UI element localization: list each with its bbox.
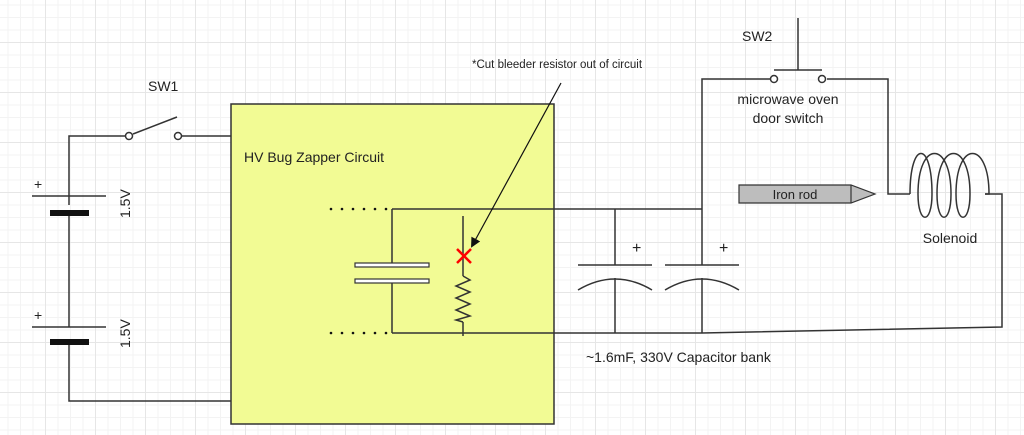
sw2-terminal-left bbox=[769, 74, 779, 84]
iron-rod-label: Iron rod bbox=[773, 187, 818, 202]
switch-sw2[interactable]: SW2 microwave oven door switch bbox=[737, 18, 839, 126]
annotation-text: *Cut bleeder resistor out of circuit bbox=[472, 59, 643, 71]
battery-2: + 1.5V bbox=[32, 307, 133, 348]
sw2-terminal-right bbox=[817, 74, 827, 84]
sw2-description-line1: microwave oven bbox=[737, 91, 838, 107]
capacitor-bank: + + bbox=[577, 209, 740, 333]
battery-1-plus: + bbox=[34, 176, 42, 192]
sw2-wiring bbox=[701, 78, 910, 209]
annotation-arrow bbox=[471, 82, 562, 248]
solenoid-label: Solenoid bbox=[923, 230, 978, 246]
cap-1-plus: + bbox=[632, 240, 641, 257]
bleeder-resistor bbox=[453, 216, 473, 336]
sw2-description-line2: door switch bbox=[753, 110, 824, 126]
battery-1: + 1.5V bbox=[32, 176, 133, 218]
sw1-terminal-right bbox=[173, 131, 183, 141]
battery-wiring bbox=[68, 135, 231, 402]
sw2-label: SW2 bbox=[742, 28, 773, 44]
capacitor-bank-label: ~1.6mF, 330V Capacitor bank bbox=[586, 349, 772, 365]
main-rails bbox=[392, 193, 1003, 334]
battery-2-voltage: 1.5V bbox=[117, 319, 133, 348]
internal-capacitor bbox=[354, 209, 430, 333]
zapper-title: HV Bug Zapper Circuit bbox=[244, 149, 384, 165]
sw1-lever bbox=[132, 116, 178, 135]
battery-1-voltage: 1.5V bbox=[117, 189, 133, 218]
sw1-terminal-left bbox=[124, 131, 134, 141]
iron-rod[interactable]: Iron rod bbox=[738, 184, 877, 204]
sw1-label: SW1 bbox=[148, 78, 179, 94]
internal-dotted-leads bbox=[329, 207, 388, 335]
battery-2-plus: + bbox=[34, 307, 42, 323]
solenoid: Solenoid bbox=[909, 152, 990, 246]
switch-sw1[interactable]: SW1 bbox=[124, 78, 183, 141]
cut-marker-x-icon bbox=[456, 248, 472, 264]
cap-2-plus: + bbox=[719, 240, 728, 257]
